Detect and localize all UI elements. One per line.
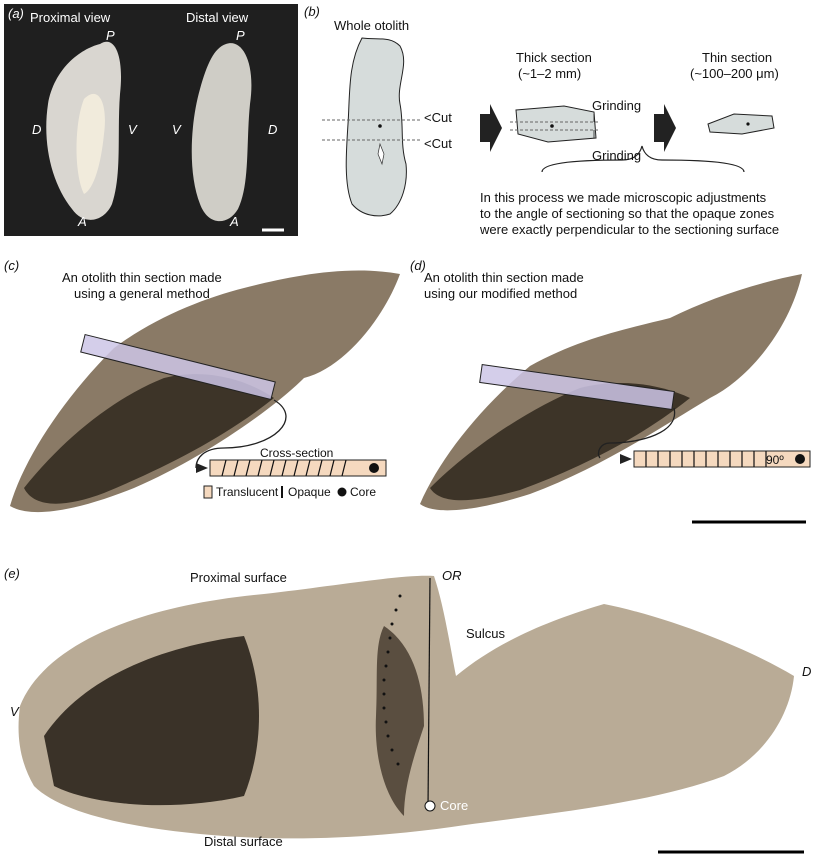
axis-a-proximal: A xyxy=(78,214,87,229)
legend-translucent-swatch xyxy=(203,485,213,499)
section-bar-d xyxy=(479,364,675,410)
grinding-label-top: Grinding xyxy=(592,98,642,113)
thin-section-size: (~100–200 μm) xyxy=(690,66,779,81)
core-label: Core xyxy=(440,798,469,813)
panel-b: (b) Whole otolith <Cut <Cut Thick sectio… xyxy=(304,4,811,244)
axis-p-distal: P xyxy=(236,28,245,43)
panel-a-label: (a) xyxy=(8,6,24,21)
process-note-3: were exactly perpendicular to the sectio… xyxy=(480,222,780,237)
panel-e-label: (e) xyxy=(4,566,20,581)
section-bar-c xyxy=(80,333,276,401)
axis-d-distal: D xyxy=(268,122,278,137)
or-label: OR xyxy=(442,568,462,583)
thin-section-photo-d xyxy=(420,274,811,524)
axis-v-distal: V xyxy=(172,122,181,137)
core-dot-e xyxy=(424,800,436,812)
or-line xyxy=(427,577,431,809)
thick-section-title: Thick section xyxy=(516,50,592,65)
panel-e: (e) Proximal surface OR Sulcus D V Core … xyxy=(4,566,811,857)
sectioning-diagram xyxy=(322,37,775,217)
thin-section-photo-c xyxy=(10,270,400,513)
process-note-1: In this process we made microscopic adju… xyxy=(480,190,767,205)
panel-d: (d) An otolith thin section made using o… xyxy=(410,258,811,528)
axis-p-proximal: P xyxy=(106,28,115,43)
cross-section-label: Cross-section xyxy=(260,446,334,460)
angle-label: 90º xyxy=(766,453,784,467)
process-note-2: to the angle of sectioning so that the o… xyxy=(480,206,775,221)
distal-view-title: Distal view xyxy=(186,10,249,25)
legend-opaque-label: Opaque xyxy=(288,485,331,499)
axis-a-distal: A xyxy=(230,214,239,229)
panel-c-title-1: An otolith thin section made xyxy=(62,270,222,285)
thin-section-photo-e xyxy=(18,575,804,854)
panel-c: (c) An otolith thin section made using a… xyxy=(4,258,404,528)
panel-d-label: (d) xyxy=(410,258,426,273)
panel-a: (a) Proximal view Distal view P D V A P … xyxy=(4,4,298,236)
panel-b-label: (b) xyxy=(304,4,320,19)
panel-d-title-1: An otolith thin section made xyxy=(424,270,584,285)
axis-d-proximal: D xyxy=(32,122,42,137)
axis-d-e: D xyxy=(802,664,812,679)
core-dot-c xyxy=(369,463,379,473)
thin-section-title: Thin section xyxy=(702,50,773,65)
annual-ring-dots xyxy=(382,594,402,766)
oblique-opaque-lines xyxy=(221,459,347,477)
thick-section-size: (~1–2 mm) xyxy=(518,66,582,81)
core-dot-d xyxy=(795,454,805,464)
proximal-sulcus xyxy=(76,93,105,194)
proximal-surface-label: Proximal surface xyxy=(190,570,287,585)
panel-c-label: (c) xyxy=(4,258,20,273)
whole-otolith-shape xyxy=(345,37,407,217)
sulcus-label: Sulcus xyxy=(466,626,506,641)
panel-d-title-2: using our modified method xyxy=(424,286,578,301)
arrow-2 xyxy=(654,104,676,152)
proximal-view-title: Proximal view xyxy=(30,10,111,25)
legend-translucent-label: Translucent xyxy=(216,485,279,499)
arrow-1 xyxy=(480,104,502,152)
thick-section-shape xyxy=(515,105,597,143)
perpendicular-opaque-lines xyxy=(645,451,767,467)
thin-section-shape xyxy=(707,113,775,135)
distal-surface-label: Distal surface xyxy=(204,834,283,849)
axis-v-e: V xyxy=(10,704,19,719)
distal-otolith xyxy=(191,43,252,222)
grinding-brace xyxy=(541,145,745,173)
cut-label-1: <Cut xyxy=(424,110,452,125)
cut-label-2: <Cut xyxy=(424,136,452,151)
axis-v-proximal: V xyxy=(128,122,137,137)
legend-core-swatch xyxy=(337,487,347,497)
whole-otolith-title: Whole otolith xyxy=(334,18,410,33)
panel-c-title-2: using a general method xyxy=(74,286,210,301)
grinding-label-bottom: Grinding xyxy=(592,148,642,163)
legend-core-label: Core xyxy=(350,485,377,499)
otolith-photos xyxy=(46,41,284,232)
